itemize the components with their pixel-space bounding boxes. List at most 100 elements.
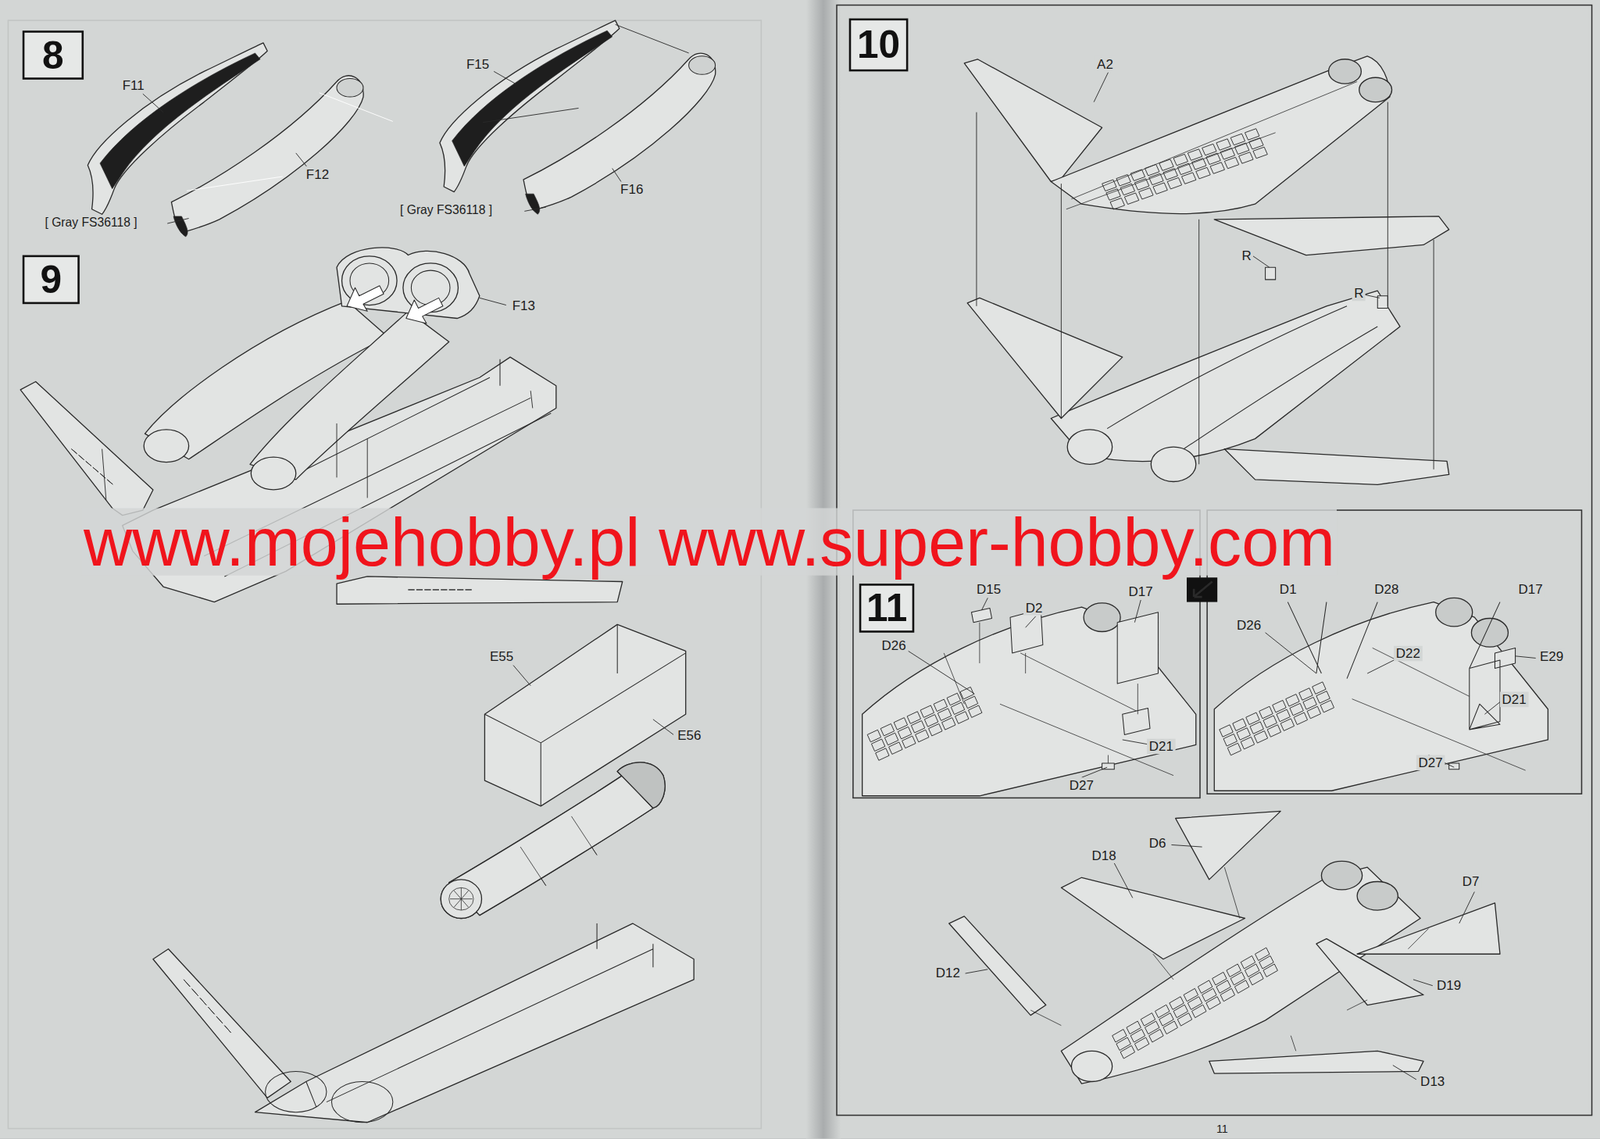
- leader-line: [524, 207, 546, 211]
- part-label: D1: [1277, 581, 1299, 597]
- part-label: D17: [1516, 581, 1545, 597]
- part-label: D2: [1023, 600, 1045, 616]
- leader-line: [1081, 767, 1108, 778]
- part-label: E55: [487, 649, 515, 665]
- placement-line: [186, 92, 393, 191]
- radiator-cells: [867, 686, 983, 761]
- lower-fuselage: [255, 923, 695, 1123]
- leader-line: [1484, 702, 1500, 715]
- intake-duct: [171, 75, 364, 233]
- duct-opening: [143, 429, 189, 463]
- part-label: [ Gray FS36118 ]: [397, 203, 494, 218]
- leader-line: [479, 297, 507, 305]
- part-label: E29: [1537, 649, 1565, 665]
- engine-outline: [1107, 306, 1378, 450]
- leader-line: [1114, 863, 1133, 898]
- step-number: 9: [39, 259, 62, 300]
- leader-line: [142, 93, 164, 113]
- part-label: D27: [1416, 755, 1445, 772]
- leader-line: [1253, 256, 1270, 268]
- part-label: D7: [1460, 873, 1482, 890]
- part-label: D26: [879, 637, 908, 654]
- panel-line: [1066, 81, 1358, 209]
- engine-nozzle: [1321, 860, 1398, 911]
- part-label: D17: [1126, 583, 1155, 600]
- wing: [20, 381, 154, 515]
- part-label: F13: [510, 297, 537, 314]
- leader-line: [1171, 844, 1202, 847]
- insert-arrow: [346, 285, 443, 324]
- wing: [153, 949, 291, 1099]
- step-symbol: [1186, 577, 1218, 602]
- wing: [336, 576, 623, 604]
- small-part: [1265, 267, 1389, 308]
- step8-right: [439, 20, 716, 215]
- painted-area: [525, 193, 540, 215]
- inset-right: [1214, 597, 1548, 791]
- wing: [967, 297, 1123, 418]
- leader-line: [1134, 600, 1141, 623]
- leader-line: [1265, 632, 1317, 674]
- wing: [964, 59, 1102, 183]
- engine-fan: [449, 887, 474, 911]
- part-label: D26: [1234, 617, 1263, 633]
- leader-line: [1515, 656, 1536, 659]
- engine-nozzle: [1328, 59, 1393, 103]
- step-number: 10: [857, 24, 900, 65]
- part-label: F11: [120, 77, 147, 93]
- placement-line: [102, 390, 533, 500]
- part-label: R: [1352, 285, 1366, 302]
- placement-line: [976, 102, 1434, 470]
- part-label: D21: [1500, 692, 1529, 708]
- engine-nozzle: [617, 762, 665, 809]
- page-number: 11: [1214, 1122, 1230, 1136]
- leader-line: [167, 218, 189, 225]
- step-symbol: [1193, 581, 1213, 597]
- rear-fuselage: [862, 607, 1197, 797]
- engine-fan: [440, 879, 482, 919]
- leader-line: [1093, 72, 1108, 103]
- part-label: E56: [675, 727, 704, 743]
- intake-duct: [523, 53, 716, 211]
- intake-duct: [250, 310, 450, 480]
- step-number: 11: [866, 587, 908, 629]
- leader-line: [1392, 1065, 1417, 1080]
- leader-line: [1365, 294, 1380, 298]
- stabilizer: [1316, 939, 1424, 1006]
- small-part: [1287, 602, 1515, 770]
- flap: [949, 916, 1047, 1016]
- duct-opening: [250, 457, 296, 490]
- part-label: D12: [933, 965, 962, 982]
- part-label: D18: [1089, 847, 1118, 864]
- engine-nozzle: [1435, 597, 1509, 647]
- duct-opening: [336, 78, 364, 98]
- part-label: [ Gray FS36118 ]: [42, 215, 140, 230]
- placement-line: [306, 923, 654, 1108]
- part-label: D15: [974, 581, 1003, 597]
- step-number: 8: [42, 34, 65, 75]
- engine-band: [520, 816, 597, 886]
- part-label: D28: [1372, 581, 1401, 597]
- small-part: [971, 607, 1158, 769]
- radiator-cells: [1102, 128, 1268, 210]
- part-label: F15: [464, 56, 491, 72]
- radiator-cells: [1219, 682, 1335, 756]
- step8-left: [87, 42, 393, 237]
- leader-line: [1413, 979, 1433, 986]
- wing: [1224, 449, 1449, 486]
- part-label: A2: [1094, 56, 1115, 72]
- part-label: F12: [303, 166, 331, 183]
- placement-line: [1030, 867, 1429, 1051]
- leader-line: [981, 597, 988, 611]
- step-number-box: 9: [22, 255, 80, 305]
- stabilizer: [1060, 877, 1245, 959]
- engine-fan: [449, 887, 474, 911]
- part-label: F16: [618, 181, 646, 197]
- flap: [1209, 1050, 1424, 1074]
- placement-line: [482, 24, 690, 122]
- step-number-box: 8: [22, 30, 84, 80]
- radiator-cells: [183, 979, 231, 1033]
- part-label: D6: [1146, 835, 1168, 852]
